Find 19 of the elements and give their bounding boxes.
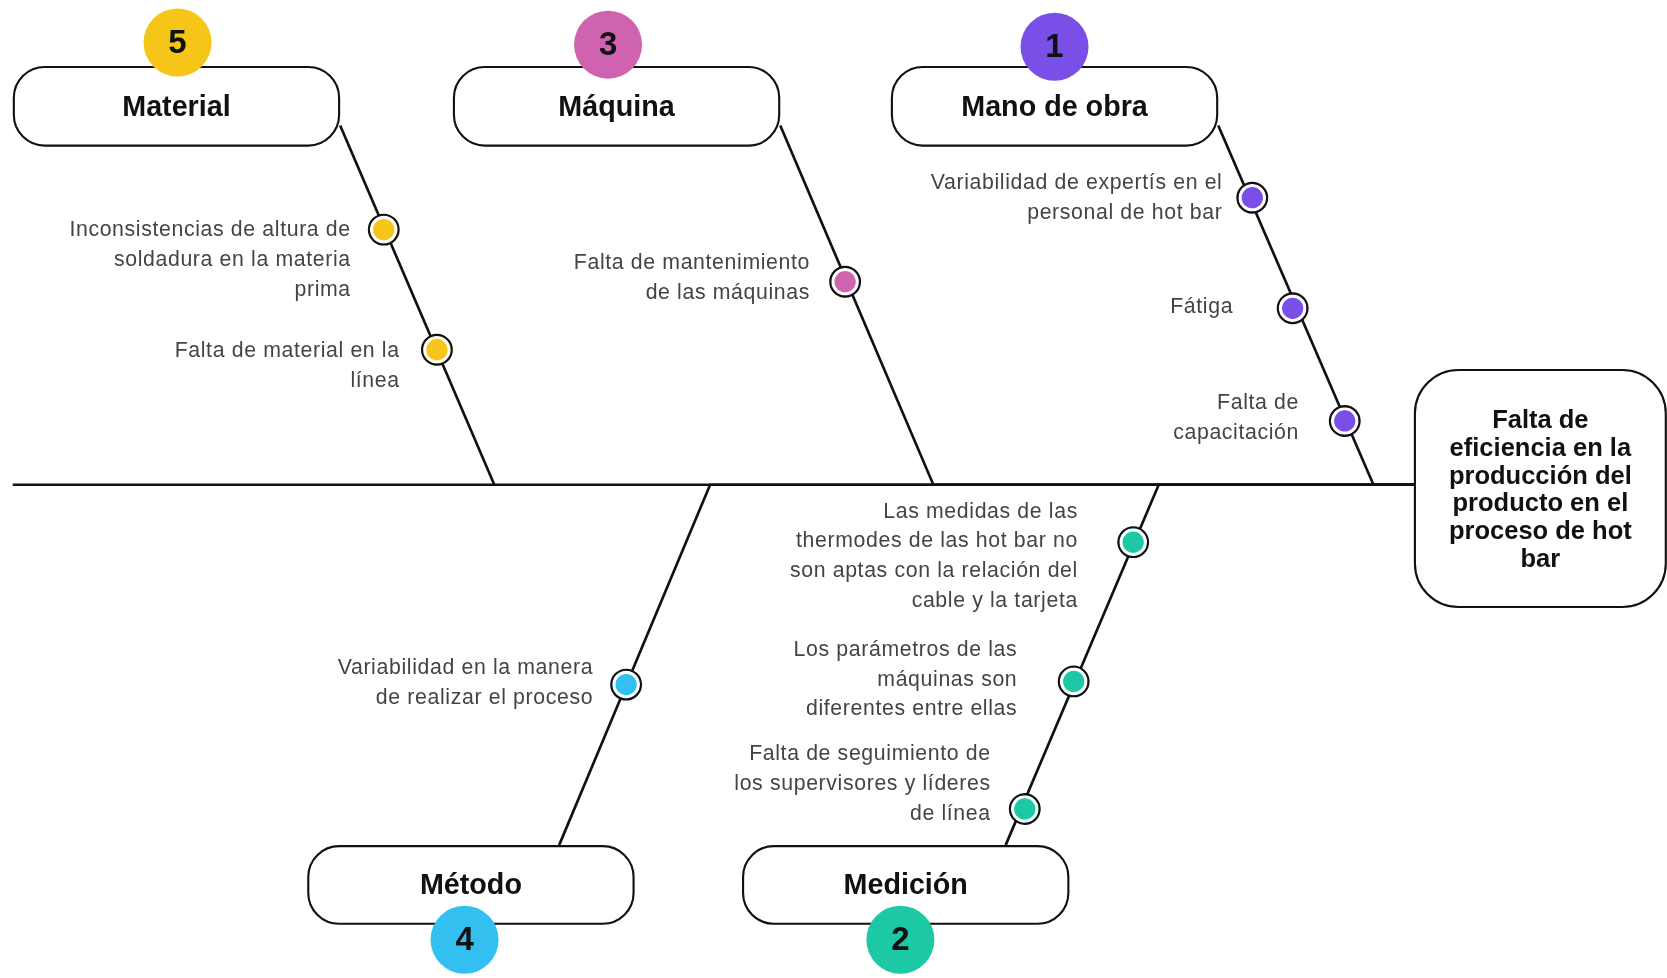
category-box: Medición xyxy=(742,845,1070,925)
cause-text: Falta de material en la línea xyxy=(160,334,400,395)
category-box: Método xyxy=(307,845,635,925)
number-badge: 3 xyxy=(574,10,643,79)
cause-text: Falta de mantenimiento de las máquinas xyxy=(554,246,811,307)
cause-text: Los parámetros de las máquinas son diferentes entre ellas xyxy=(772,633,1018,723)
cause-text: Falta de capacitación xyxy=(1128,386,1300,447)
category-box: Mano de obra xyxy=(890,65,1219,147)
cause-text: Las medidas de las thermodes de las hot bar no son aptas con la relación del cable y la tarjeta xyxy=(788,495,1078,615)
number-badge: 5 xyxy=(143,8,212,77)
cause-text: Fátiga xyxy=(1170,290,1234,320)
cause-text: Inconsistencias de altura de soldadura en la materia prima xyxy=(63,213,351,303)
category-box: Material xyxy=(12,65,341,147)
category-box: Máquina xyxy=(452,65,781,147)
cause-text: Variabilidad de expertís en el personal de hot bar xyxy=(914,166,1223,227)
number-badge: 1 xyxy=(1020,12,1089,81)
cause-text: Falta de seguimiento de los supervisores y líderes de línea xyxy=(725,737,991,828)
effect-box: Falta de eficiencia en la producción del producto en el proceso de hot bar xyxy=(1413,368,1667,609)
cause-text: Variabilidad en la manera de realizar el proceso xyxy=(322,651,594,712)
